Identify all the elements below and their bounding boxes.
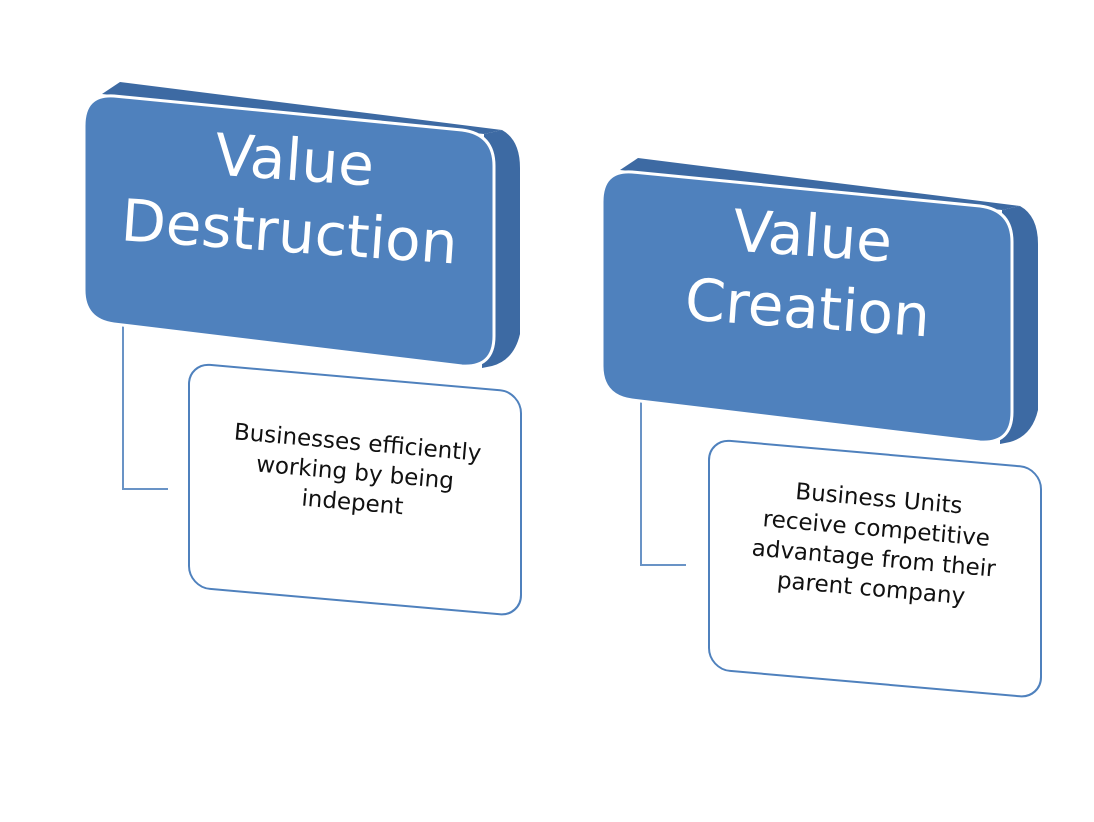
- header-box-shape: [600, 158, 1038, 444]
- header-box-value-creation: Value Creation: [600, 156, 1038, 444]
- header-box-shape: [82, 82, 520, 368]
- header-box-value-destruction: Value Destruction: [82, 80, 520, 368]
- header-title-value-destruction: Value Destruction: [87, 110, 496, 282]
- header-title-value-creation: Value Creation: [605, 186, 1014, 358]
- connector-line: [640, 396, 686, 566]
- connector-line: [122, 320, 168, 490]
